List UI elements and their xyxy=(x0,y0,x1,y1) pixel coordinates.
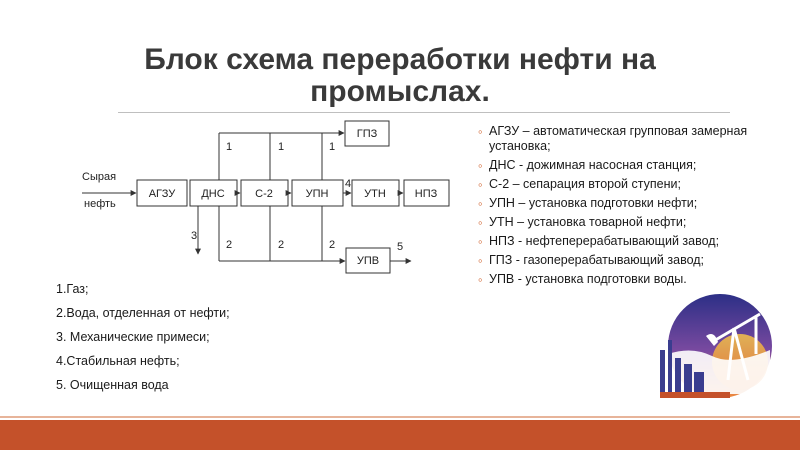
flow-label-gas-upn: 1 xyxy=(329,141,335,153)
note-item: 3. Механические примеси; xyxy=(56,330,210,344)
flow-label-gas-dns: 1 xyxy=(226,141,232,153)
note-item: 1.Газ; xyxy=(56,282,89,296)
flow-label-clean-water: 5 xyxy=(397,241,403,253)
node-npz xyxy=(403,179,450,207)
abbreviation-legend: АГЗУ – автоматическая групповая замерная… xyxy=(478,124,778,291)
node-agzu xyxy=(136,179,188,207)
footer-bar xyxy=(0,420,800,450)
flow-label-stable: 4 xyxy=(345,178,351,190)
slide-title: Блок схема переработки нефти на промысла… xyxy=(144,43,656,108)
oil-pump-logo xyxy=(660,294,772,398)
legend-item: ГПЗ - газоперерабатывающий завод; xyxy=(478,253,778,268)
node-utn-label: УТН xyxy=(364,188,386,200)
flow-label-gas-s2: 1 xyxy=(278,141,284,153)
input-label-raw: Сырая xyxy=(82,171,116,183)
legend-item: УПВ - установка подготовки воды. xyxy=(478,272,778,287)
note-item: 4.Стабильная нефть; xyxy=(56,354,180,368)
legend-item: УПН – установка подготовки нефти; xyxy=(478,196,778,211)
flow-label-water-dns: 2 xyxy=(226,239,232,251)
flow-notes: 1.Газ; 2.Вода, отделенная от нефти; 3. М… xyxy=(56,282,356,402)
node-upv-label: УПВ xyxy=(357,255,379,267)
legend-item: ДНС - дожимная насосная станция; xyxy=(478,158,778,173)
node-gpz xyxy=(344,120,390,147)
flow-label-water-s2: 2 xyxy=(278,239,284,251)
node-npz-label: НПЗ xyxy=(415,188,438,200)
flow-label-mech: 3 xyxy=(191,230,197,242)
flow-label-water-upn: 2 xyxy=(329,239,335,251)
node-s2-label: С-2 xyxy=(255,188,273,200)
node-dns-label: ДНС xyxy=(201,188,224,200)
node-utn xyxy=(351,179,400,207)
node-agzu-label: АГЗУ xyxy=(149,188,177,200)
legend-item: С-2 – сепарация второй ступени; xyxy=(478,177,778,192)
node-gpz-label: ГПЗ xyxy=(357,128,378,140)
node-upn-label: УПН xyxy=(306,188,329,200)
input-label-oil: нефть xyxy=(84,198,116,210)
legend-item: НПЗ - нефтеперерабатывающий завод; xyxy=(478,234,778,249)
legend-item: АГЗУ – автоматическая групповая замерная… xyxy=(478,124,778,154)
note-item: 5. Очищенная вода xyxy=(56,378,169,392)
note-item: 2.Вода, отделенная от нефти; xyxy=(56,306,230,320)
node-upn xyxy=(291,179,344,207)
footer-accent-line xyxy=(0,416,800,418)
node-upv xyxy=(345,247,391,274)
title-divider xyxy=(118,112,730,113)
legend-item: УТН – установка товарной нефти; xyxy=(478,215,778,230)
